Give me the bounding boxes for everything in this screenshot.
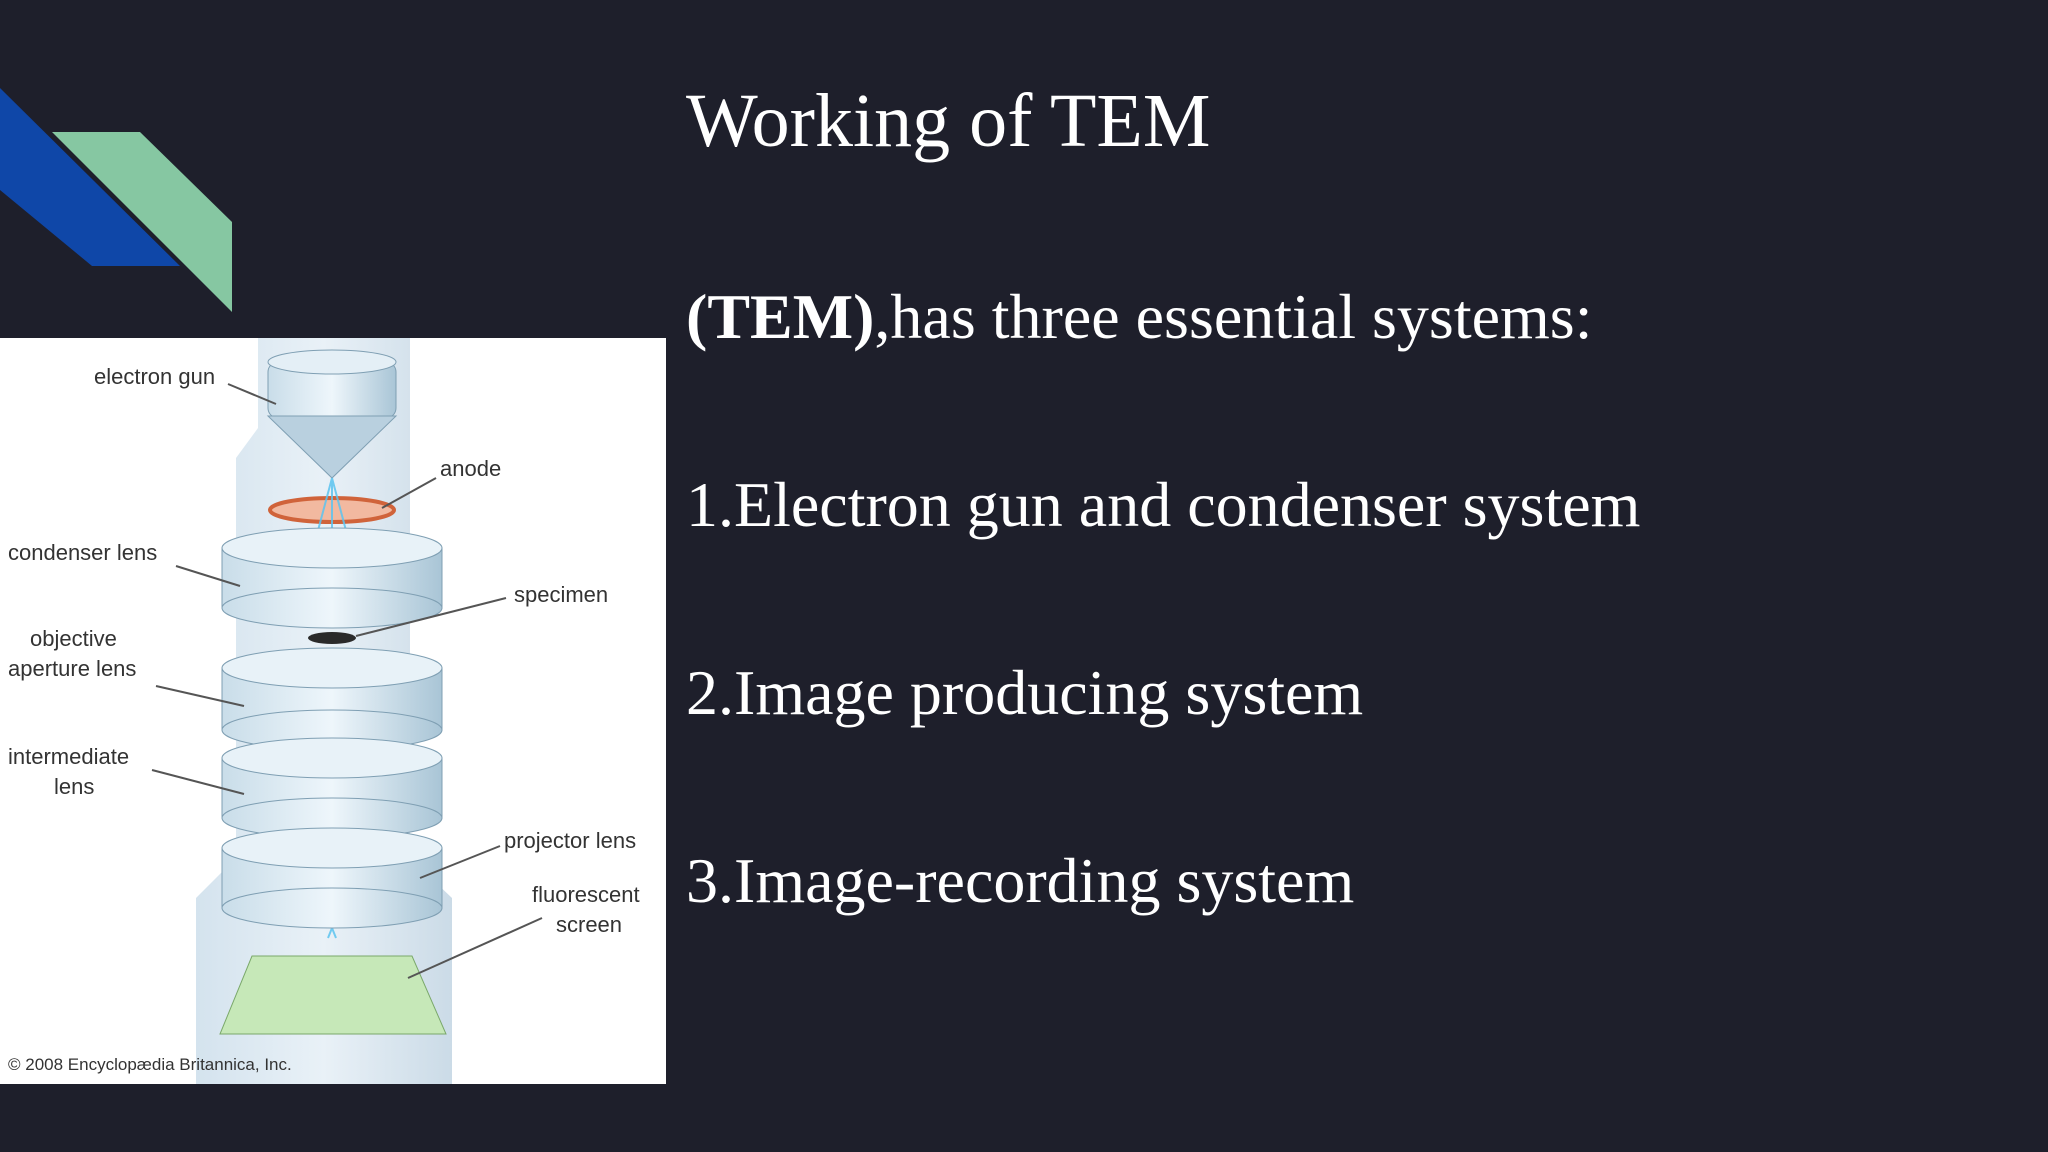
blue-stripe <box>0 88 180 266</box>
label-projector-lens: projector lens <box>504 828 636 853</box>
figure-copyright: © 2008 Encyclopædia Britannica, Inc. <box>8 1055 292 1074</box>
label-objective-1: objective <box>30 626 117 651</box>
intro-rest: ,has three essential systems: <box>874 281 1593 352</box>
intro-bold: (TEM) <box>686 281 875 352</box>
electron-gun-shape <box>266 349 398 479</box>
slide-title: Working of TEM <box>686 79 1211 163</box>
intro-line: (TEM),has three essential systems: <box>686 280 1592 354</box>
fluorescent-screen-shape <box>219 955 447 1035</box>
label-specimen: specimen <box>514 582 608 607</box>
label-intermediate-2: lens <box>54 774 94 799</box>
list-item-2: 2.Image producing system <box>686 657 1364 728</box>
label-anode: anode <box>440 456 501 481</box>
condenser-lens-shape <box>221 527 443 629</box>
tem-diagram-image: electron gun anode condenser lens specim… <box>0 338 666 1084</box>
label-fluorescent-2: screen <box>556 912 622 937</box>
label-electron-gun: electron gun <box>94 364 215 389</box>
objective-lens-shape <box>221 647 443 751</box>
decorative-corner-shapes <box>0 88 232 312</box>
projector-lens-shape <box>221 827 443 929</box>
label-objective-2: aperture lens <box>8 656 136 681</box>
label-condenser-lens: condenser lens <box>8 540 157 565</box>
list-item-1: 1.Electron gun and condenser system <box>686 469 1641 540</box>
green-stripe <box>52 132 232 312</box>
specimen-shape <box>308 632 356 644</box>
label-intermediate-1: intermediate <box>8 744 129 769</box>
leader-lines <box>151 383 543 979</box>
list-item-3: 3.Image-recording system <box>686 845 1355 916</box>
label-fluorescent-1: fluorescent <box>532 882 640 907</box>
intermediate-lens-shape <box>221 737 443 839</box>
